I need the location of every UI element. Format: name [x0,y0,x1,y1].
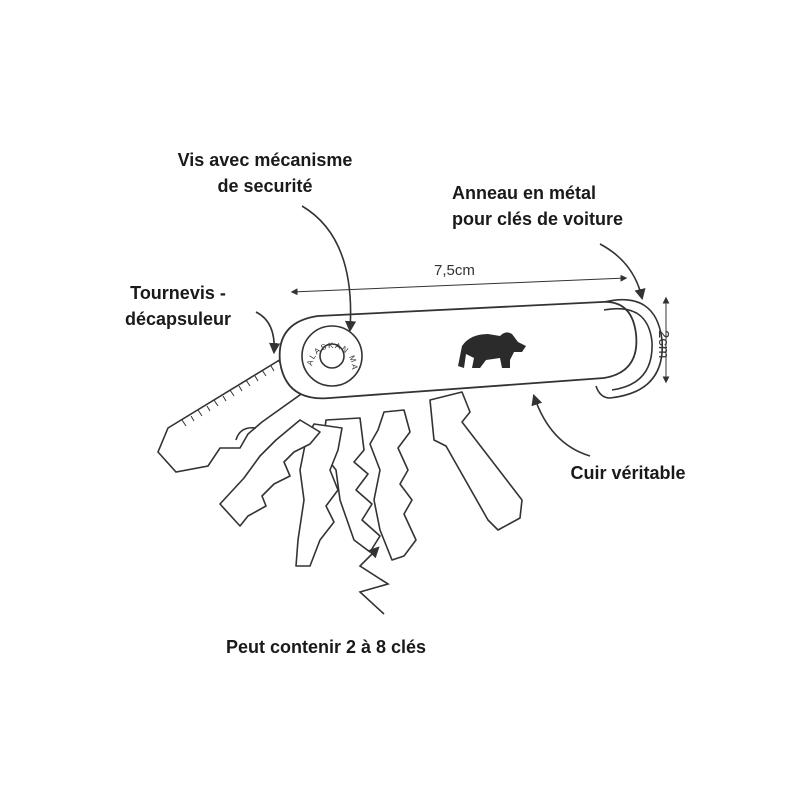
key-1 [219,419,321,527]
leather-callout-arrow [531,393,591,457]
metal-ring [595,298,663,399]
ring-callout-line2: pour clés de voiture [452,209,624,229]
screwdriver-callout-label: Tournevis - décapsuleur [108,280,248,332]
leather-callout-text: Cuir véritable [570,463,686,483]
screwdriver-callout-line1: Tournevis - [130,283,226,303]
key-4 [369,409,417,561]
width-dimension-label: 2cm [655,330,672,359]
leather-callout-label: Cuir véritable [558,460,698,486]
screw-callout-line1: Vis avec mécanisme [177,150,353,170]
ring-callout-line1: Anneau en métal [452,183,597,203]
ring-callout-arrow [599,243,646,301]
length-dimension-label: 7,5cm [434,262,475,279]
leather-strap [278,301,638,400]
capacity-callout-arrow [358,546,390,615]
key-5 [429,391,523,531]
screw-callout-arrow [301,205,357,333]
capacity-callout-label: Peut contenir 2 à 8 clés [206,634,446,660]
capacity-callout-text: Peut contenir 2 à 8 clés [225,637,427,657]
screwdriver-callout-line2: décapsuleur [124,309,232,329]
bear-logo [458,332,526,368]
screw-callout-label: Vis avec mécanisme de securité [165,147,365,199]
keys [219,391,523,567]
screwdriver-callout-arrow [255,311,281,355]
screw-callout-line2: de securité [217,176,313,196]
ring-callout-label: Anneau en métal pour clés de voiture [452,180,652,232]
key-2 [295,423,343,567]
length-dimension-line [290,274,628,296]
